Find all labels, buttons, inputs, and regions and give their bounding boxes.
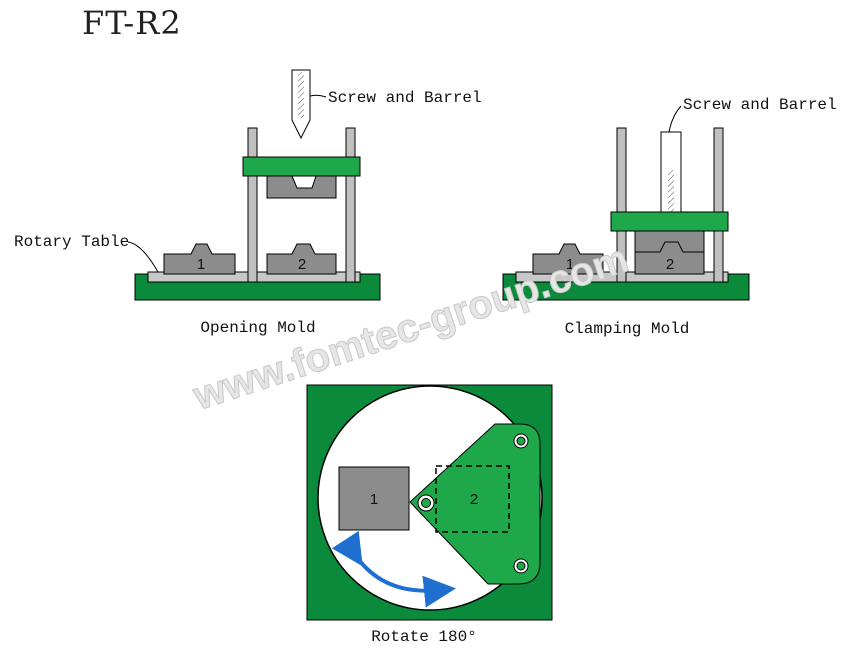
tie-bar-left	[247, 127, 258, 283]
lower-mold-1	[163, 243, 236, 275]
clamping-mold-caption: Clamping Mold	[565, 320, 690, 338]
mold-1-label: 1	[370, 491, 378, 508]
rotation-top-view: 1 2 Rotate 180°	[306, 384, 553, 646]
screw-barrel-label: Screw and Barrel	[683, 96, 837, 114]
pivot-pin	[421, 498, 431, 508]
lower-mold-1	[532, 243, 604, 275]
rotary-leader-line	[127, 241, 159, 273]
mold-1-label: 1	[566, 256, 574, 273]
screw-thread	[298, 72, 304, 118]
clamping-mold-diagram: 1 2 Screw and Barrel Clamping Mold	[502, 96, 837, 338]
mold-2-label: 2	[666, 256, 674, 273]
mold-2-outline	[435, 465, 510, 533]
lower-mold-2	[266, 243, 337, 275]
mold-2-label: 2	[470, 491, 478, 508]
bolt-pin-top	[516, 436, 526, 446]
moving-platen	[610, 211, 729, 232]
rotate-arrow-icon	[331, 530, 456, 608]
opening-mold-diagram: 1 2 Screw and Barrel Rotary Table Openin…	[14, 69, 482, 337]
rotary-table-label: Rotary Table	[14, 233, 129, 251]
screw-barrel-label: Screw and Barrel	[328, 89, 482, 107]
page-title: FT-R2	[82, 4, 182, 42]
clamping-unit-plate	[409, 423, 541, 585]
mold-1-block	[338, 466, 410, 531]
screw-thread	[668, 170, 674, 214]
tie-bar-right	[713, 127, 724, 283]
screw-leader-line	[309, 94, 327, 98]
opening-mold-caption: Opening Mold	[200, 319, 315, 337]
upper-mold-cavity	[291, 175, 317, 189]
rotate-caption: Rotate 180°	[371, 628, 477, 646]
lower-mold-2	[634, 241, 705, 275]
mold-1-label: 1	[197, 256, 205, 273]
mold-2-label: 2	[298, 256, 306, 273]
screw-leader-line	[668, 105, 682, 133]
tie-bar-left	[616, 127, 627, 283]
tie-bar-right	[345, 127, 356, 283]
moving-platen	[242, 156, 361, 177]
bolt-pin-bottom	[516, 561, 526, 571]
